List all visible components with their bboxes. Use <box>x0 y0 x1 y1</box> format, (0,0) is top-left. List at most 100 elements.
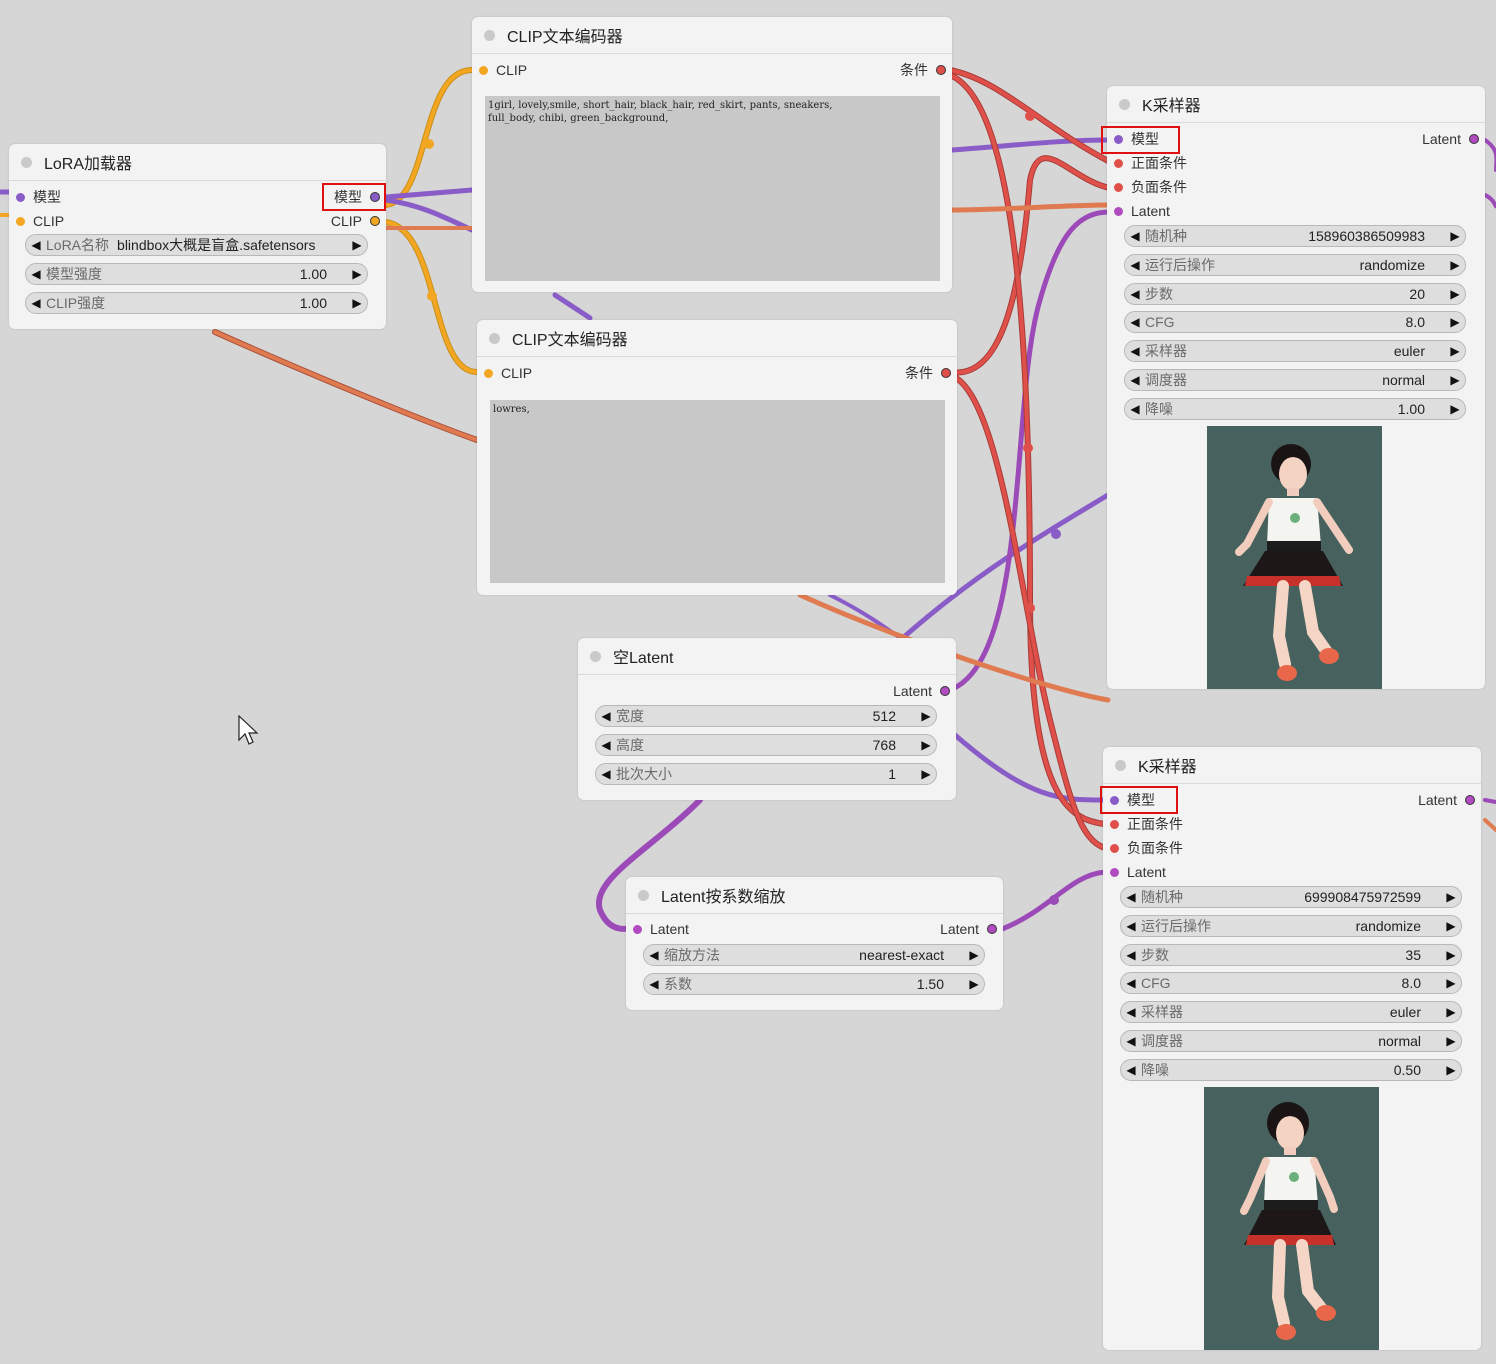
right-arrow-icon[interactable]: ▶ <box>1446 890 1456 904</box>
clip-strength-slider[interactable]: ◀ CLIP强度 1.00 ▶ <box>25 292 368 314</box>
input-slot-clip[interactable]: CLIP <box>484 363 532 383</box>
left-arrow-icon[interactable]: ◀ <box>1126 1005 1136 1020</box>
slot-dot-icon[interactable] <box>16 216 25 226</box>
node-title-bar[interactable]: CLIP文本编码器 <box>477 320 957 357</box>
lora-name-combo[interactable]: ◀ LoRA名称 blindbox大概是盲盒.safetensors ▶ <box>25 234 368 256</box>
right-arrow-icon[interactable]: ▶ <box>1450 315 1460 330</box>
right-arrow-icon[interactable]: ▶ <box>352 296 362 310</box>
slot-dot-icon[interactable] <box>479 65 488 75</box>
node-title-bar[interactable]: 空Latent <box>578 638 956 675</box>
right-arrow-icon[interactable]: ▶ <box>921 767 931 781</box>
left-arrow-icon[interactable]: ◀ <box>1130 229 1140 243</box>
slot-dot-icon[interactable] <box>1114 134 1123 144</box>
left-arrow-icon[interactable]: ◀ <box>31 296 41 310</box>
node-title-bar[interactable]: K采样器 <box>1107 86 1485 123</box>
right-arrow-icon[interactable]: ▶ <box>1446 1005 1456 1020</box>
prompt-textarea[interactable]: 1girl, lovely,smile, short_hair, black_h… <box>485 96 940 281</box>
slot-dot-icon[interactable] <box>633 924 642 934</box>
slot-dot-icon[interactable] <box>1469 134 1479 144</box>
left-arrow-icon[interactable]: ◀ <box>1130 286 1140 301</box>
height-slider[interactable]: ◀ 高度 768 ▶ <box>595 734 937 756</box>
right-arrow-icon[interactable]: ▶ <box>921 738 931 752</box>
output-slot-latent[interactable]: Latent <box>940 919 997 939</box>
right-arrow-icon[interactable]: ▶ <box>969 977 979 991</box>
collapse-dot-icon[interactable] <box>638 889 649 901</box>
left-arrow-icon[interactable]: ◀ <box>1126 947 1136 962</box>
left-arrow-icon[interactable]: ◀ <box>1126 976 1136 991</box>
lora-loader-node[interactable]: LoRA加载器 模型 CLIP 模型 CLIP ◀ LoRA名称 blindbo… <box>9 144 386 329</box>
input-slot-negative[interactable]: 负面条件 <box>1114 177 1187 197</box>
right-arrow-icon[interactable]: ▶ <box>1446 1034 1456 1048</box>
left-arrow-icon[interactable]: ◀ <box>31 238 41 252</box>
right-arrow-icon[interactable]: ▶ <box>1446 1062 1456 1077</box>
left-arrow-icon[interactable]: ◀ <box>1130 401 1140 416</box>
batch-size-slider[interactable]: ◀ 批次大小 1 ▶ <box>595 763 937 785</box>
input-slot-model[interactable]: 模型 <box>16 187 61 207</box>
right-arrow-icon[interactable]: ▶ <box>1446 947 1456 962</box>
slot-dot-icon[interactable] <box>1465 795 1475 805</box>
collapse-dot-icon[interactable] <box>1119 98 1130 110</box>
output-slot-latent[interactable]: Latent <box>893 681 950 701</box>
latent-upscale-by-node[interactable]: Latent按系数缩放 Latent Latent ◀ 缩放方法 nearest… <box>626 877 1003 1010</box>
collapse-dot-icon[interactable] <box>590 650 601 662</box>
left-arrow-icon[interactable]: ◀ <box>601 767 611 781</box>
slot-dot-icon[interactable] <box>370 216 380 226</box>
slot-dot-icon[interactable] <box>1114 182 1123 192</box>
right-arrow-icon[interactable]: ▶ <box>1450 286 1460 301</box>
left-arrow-icon[interactable]: ◀ <box>1126 1034 1136 1048</box>
node-title-bar[interactable]: CLIP文本编码器 <box>472 17 952 54</box>
slot-dot-icon[interactable] <box>936 65 946 75</box>
input-slot-clip[interactable]: CLIP <box>16 211 64 231</box>
output-preview-image[interactable] <box>1207 426 1382 689</box>
slot-dot-icon[interactable] <box>987 924 997 934</box>
output-preview-image[interactable] <box>1204 1087 1379 1350</box>
right-arrow-icon[interactable]: ▶ <box>1450 229 1460 243</box>
right-arrow-icon[interactable]: ▶ <box>1446 976 1456 991</box>
left-arrow-icon[interactable]: ◀ <box>1130 315 1140 330</box>
right-arrow-icon[interactable]: ▶ <box>1450 401 1460 416</box>
slot-dot-icon[interactable] <box>484 368 493 378</box>
left-arrow-icon[interactable]: ◀ <box>1126 890 1136 904</box>
left-arrow-icon[interactable]: ◀ <box>601 709 611 723</box>
collapse-dot-icon[interactable] <box>1115 759 1126 771</box>
right-arrow-icon[interactable]: ▶ <box>1450 344 1460 359</box>
input-slot-clip[interactable]: CLIP <box>479 60 527 80</box>
model-strength-slider[interactable]: ◀ 模型强度 1.00 ▶ <box>25 263 368 285</box>
scale-by-slider[interactable]: ◀ 系数 1.50 ▶ <box>643 973 985 995</box>
input-slot-model[interactable]: 模型 <box>1110 790 1155 810</box>
right-arrow-icon[interactable]: ▶ <box>1446 918 1456 933</box>
collapse-dot-icon[interactable] <box>484 29 495 41</box>
slot-dot-icon[interactable] <box>1110 843 1119 853</box>
slot-dot-icon[interactable] <box>940 686 950 696</box>
input-slot-positive[interactable]: 正面条件 <box>1114 153 1187 173</box>
slot-dot-icon[interactable] <box>1114 158 1123 168</box>
left-arrow-icon[interactable]: ◀ <box>1126 1062 1136 1077</box>
slot-dot-icon[interactable] <box>16 192 25 202</box>
slot-dot-icon[interactable] <box>370 192 380 202</box>
left-arrow-icon[interactable]: ◀ <box>1130 257 1140 272</box>
input-slot-model[interactable]: 模型 <box>1114 129 1159 149</box>
node-title-bar[interactable]: LoRA加载器 <box>9 144 386 181</box>
left-arrow-icon[interactable]: ◀ <box>1130 344 1140 359</box>
slot-dot-icon[interactable] <box>1110 795 1119 805</box>
slot-dot-icon[interactable] <box>1114 206 1123 216</box>
output-slot-model[interactable]: 模型 <box>334 187 380 207</box>
right-arrow-icon[interactable]: ▶ <box>352 238 362 252</box>
right-arrow-icon[interactable]: ▶ <box>352 267 362 281</box>
right-arrow-icon[interactable]: ▶ <box>921 709 931 723</box>
output-slot-latent[interactable]: Latent <box>1418 790 1475 810</box>
input-slot-latent[interactable]: Latent <box>1114 201 1170 221</box>
slot-dot-icon[interactable] <box>1110 819 1119 829</box>
